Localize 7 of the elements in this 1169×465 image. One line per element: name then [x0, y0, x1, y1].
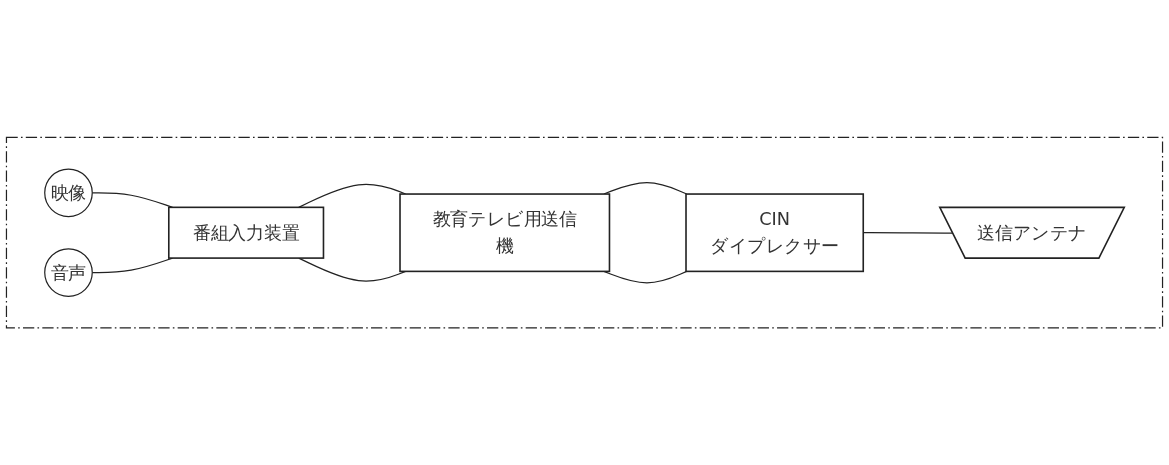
- node-circle: 映像: [44, 168, 93, 217]
- cluster: [5, 136, 1164, 329]
- node-box: CIN ダイプレクサー: [685, 193, 865, 272]
- node-circle: 音声: [44, 248, 93, 297]
- node-box: 教育テレビ用送信機: [399, 193, 611, 272]
- connector: [603, 270, 688, 284]
- node-box: 番組入力装置: [168, 206, 325, 259]
